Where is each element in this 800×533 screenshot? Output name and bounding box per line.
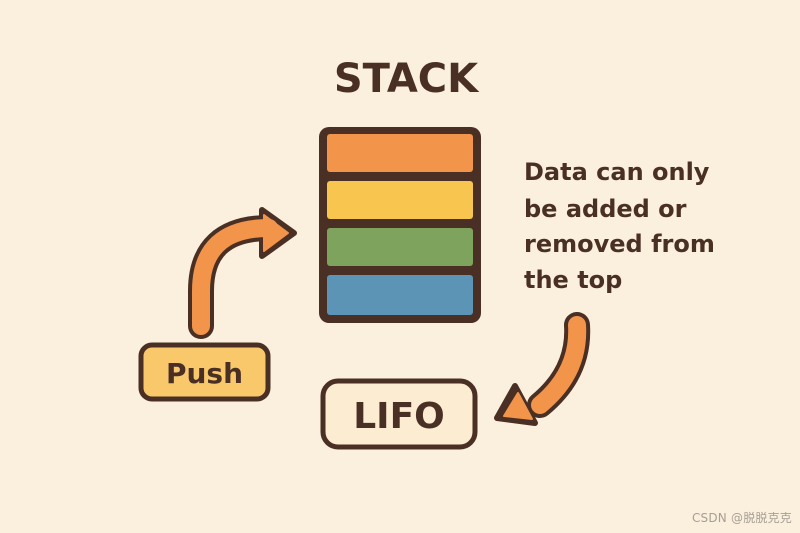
push-label: Push [166, 357, 243, 390]
stack-layer-green [327, 228, 473, 266]
stack-layer-yellow [327, 181, 473, 219]
lifo-label: LIFO [353, 396, 445, 437]
stack-layer-orange [327, 134, 473, 172]
watermark: CSDN @脱脱克克 [691, 511, 792, 525]
description-text: Data can only be added or removed from t… [524, 158, 715, 294]
lifo-box: LIFO [320, 378, 478, 450]
stack-container [319, 127, 481, 323]
description-line-4: the top [524, 266, 622, 294]
push-box: Push [138, 342, 271, 402]
description-line-2: be added or [524, 195, 687, 223]
stack-layer-blue [327, 275, 473, 315]
description-line-1: Data can only [524, 158, 710, 186]
stack-outline [319, 127, 481, 323]
diagram-title: STACK [334, 56, 480, 102]
lifo-arrow-icon [494, 312, 591, 426]
description-line-3: removed from [524, 230, 715, 258]
push-arrow-icon [188, 207, 297, 339]
